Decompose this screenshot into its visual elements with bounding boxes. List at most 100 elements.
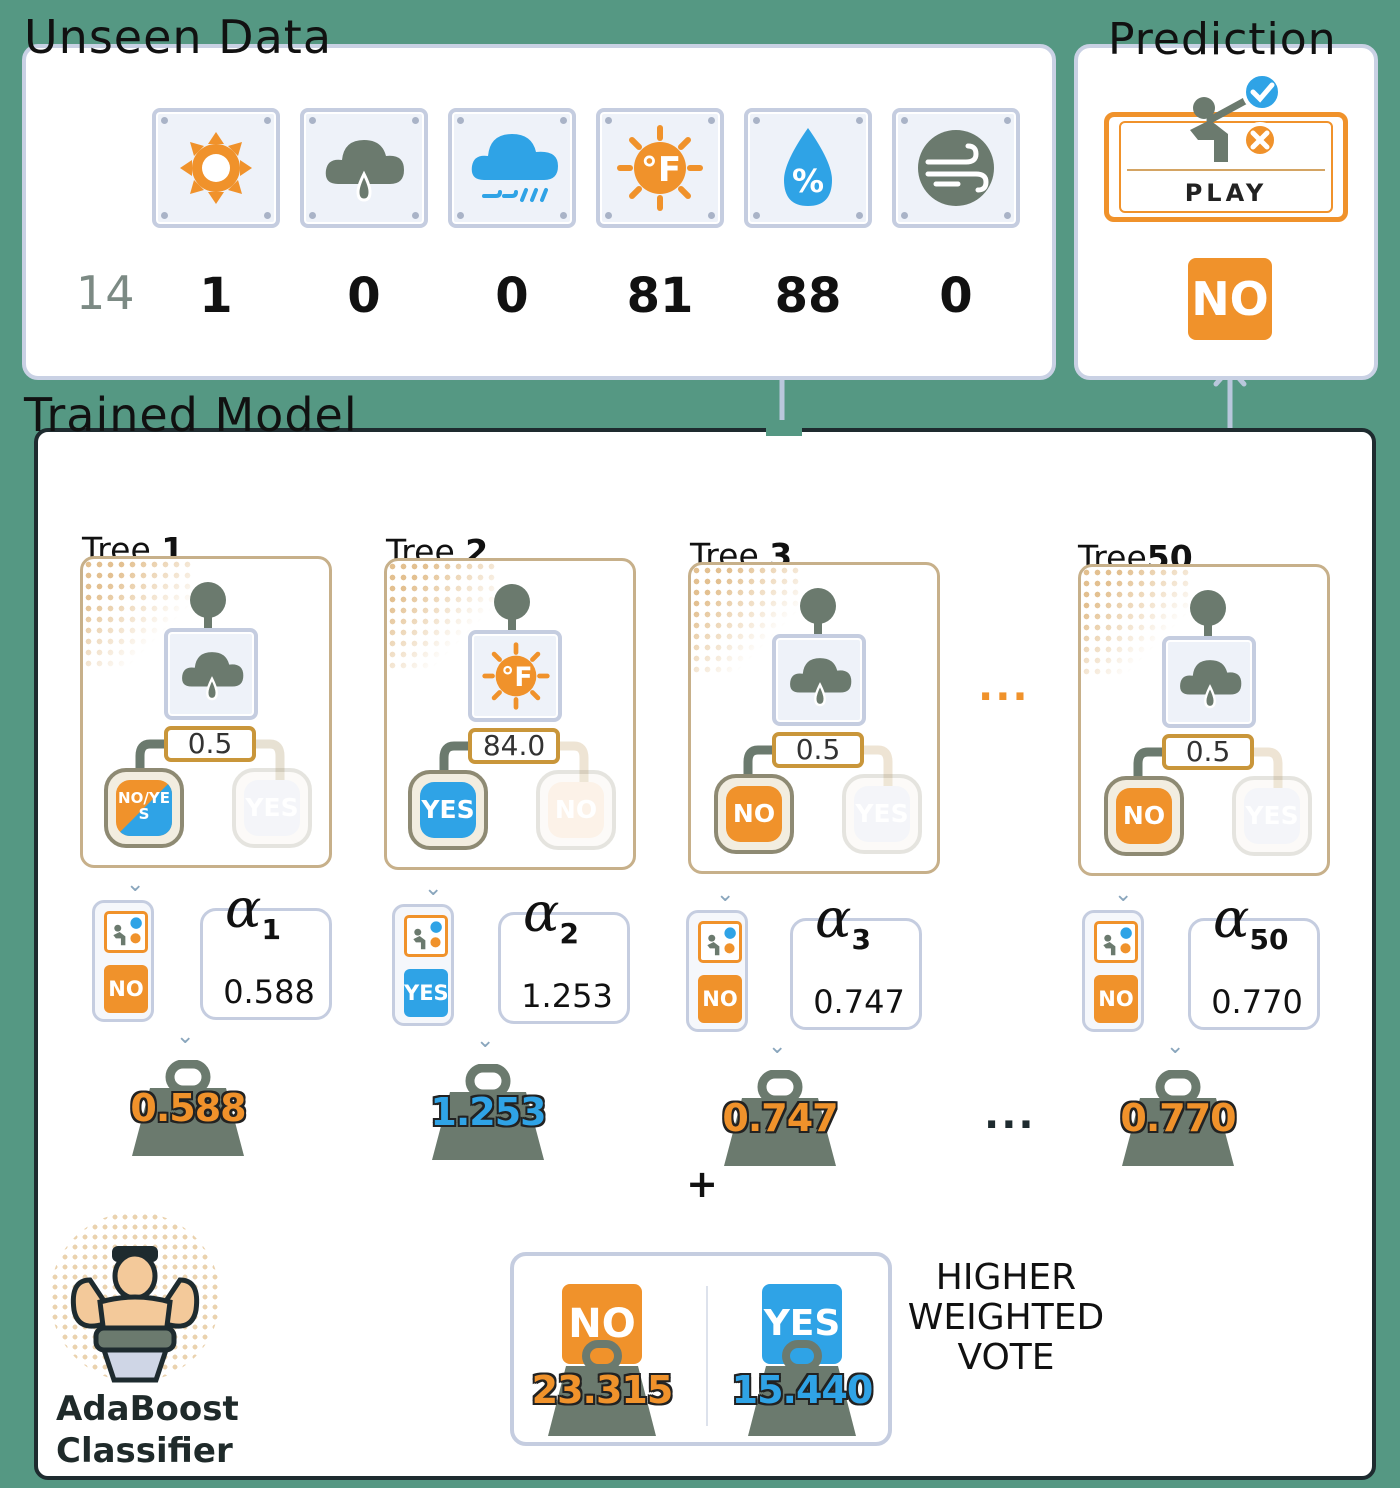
tree-1-branches — [135, 739, 285, 780]
chevron-down-icon: ⌄ — [476, 1028, 495, 1053]
feature-humidity-box: % — [744, 108, 872, 228]
feature-value-rainy-cloud: 0 — [495, 268, 529, 324]
cloud-rain-icon — [182, 652, 244, 701]
svg-text:%: % — [792, 162, 824, 200]
feature-cloud-rain-box — [300, 108, 428, 228]
chevron-down-icon: ⌄ — [1114, 882, 1133, 907]
tree-50-weight-value: 0.770 — [1120, 1096, 1236, 1140]
tree-50-threshold: 0.5 — [1162, 734, 1254, 770]
chevron-down-icon: ⌄ — [768, 1034, 787, 1059]
tree-50-alpha-value: 0.770 — [1211, 983, 1303, 1021]
total-no-badge: NO — [562, 1284, 642, 1364]
tree-1-weight-value: 0.588 — [130, 1086, 246, 1130]
tree-50-prediction-card: NO — [1082, 910, 1144, 1032]
row-index: 14 — [76, 266, 135, 320]
tree-3-threshold: 0.5 — [772, 732, 864, 768]
feature-value-temperature: 81 — [626, 268, 694, 324]
tree-2-root-node-icon — [494, 584, 530, 632]
feature-value-wind: 0 — [939, 268, 973, 324]
tree-50-left-leaf: NO — [1104, 776, 1184, 856]
tree-2-alpha-card: α2 1.253 — [498, 881, 630, 1024]
total-yes-badge: YES — [762, 1284, 842, 1364]
humidity-icon: % — [784, 128, 832, 206]
prediction-title: Prediction — [1108, 14, 1337, 65]
feature-value-sun: 1 — [199, 268, 233, 324]
chevron-down-icon: ⌄ — [424, 876, 443, 901]
tree-3-root-node-icon — [800, 588, 836, 636]
weight-icon — [724, 1069, 836, 1166]
tree-50-branches — [1133, 747, 1283, 788]
trained-model-title: Trained Model — [24, 388, 358, 442]
tree-1-alpha-value: 0.588 — [223, 973, 315, 1011]
tree-50-weight: 0.770 — [1118, 1069, 1238, 1170]
tree-3-branches — [743, 745, 893, 786]
tree-2-split-box: °F — [468, 630, 562, 722]
cloud-rain-icon — [1180, 660, 1242, 709]
vote-caption: HIGHER WEIGHTED VOTE — [907, 1257, 1105, 1378]
tree-2-weight-value: 1.253 — [430, 1090, 546, 1134]
tree-2-prediction-card: YES — [392, 904, 454, 1026]
tree-3-split-box — [772, 634, 866, 726]
feature-sun-box — [152, 108, 280, 228]
weight-icon — [1122, 1069, 1234, 1166]
tree-3-alpha-value: 0.747 — [813, 983, 905, 1021]
tree-3-weight: 0.747 — [720, 1069, 840, 1170]
prediction-result-badge: NO — [1188, 258, 1272, 340]
tree-2-alpha-value: 1.253 — [521, 977, 613, 1015]
svg-text:°F: °F — [501, 662, 532, 693]
tree-2-branches — [439, 741, 589, 782]
tree-1-split-box — [164, 628, 258, 720]
feature-value-cloud-rain: 0 — [347, 268, 381, 324]
weight-icon — [132, 1059, 244, 1156]
sun-icon — [180, 132, 252, 204]
chevron-down-icon: ⌄ — [176, 1024, 195, 1049]
total-no-value: 23.315 — [531, 1368, 674, 1412]
tree-1-alpha-card: α1 0.588 — [200, 877, 332, 1020]
tree-1-prediction-label: NO — [104, 965, 148, 1013]
weights-ellipsis: ... — [984, 1092, 1036, 1138]
tree-1-prediction-card: NO — [92, 900, 154, 1022]
total-yes-value: 15.440 — [731, 1368, 874, 1412]
golfer-check-icon — [1190, 72, 1282, 162]
tree-3-prediction-label: NO — [698, 975, 742, 1023]
tree-3-weight-value: 0.747 — [722, 1096, 838, 1140]
play-label: PLAY — [1184, 179, 1268, 207]
weight-icon — [548, 1340, 656, 1436]
play-card: PLAY — [1104, 112, 1348, 222]
trained-model-title-gap — [766, 420, 802, 436]
unseen-data-title: Unseen Data — [24, 10, 333, 64]
tree-1-right-leaf: YES — [232, 768, 312, 848]
tree-3-left-leaf: NO — [714, 774, 794, 854]
tree-1-weight: 0.588 — [128, 1059, 248, 1160]
tree-3-alpha-card: α3 0.747 — [790, 887, 922, 1030]
tree-50-right-leaf: YES — [1232, 776, 1312, 856]
wind-icon — [918, 130, 994, 206]
rainy-cloud-icon — [471, 134, 558, 202]
tree-50-split-box — [1162, 636, 1256, 728]
feature-value-humidity: 88 — [774, 268, 842, 324]
tree-2-left-leaf: YES — [408, 770, 488, 850]
feature-rainy-cloud-box — [448, 108, 576, 228]
plus-sign: + — [684, 1164, 720, 1204]
chevron-down-icon: ⌄ — [1166, 1034, 1185, 1059]
chevron-down-icon: ⌄ — [716, 882, 735, 907]
temperature-icon: °F — [482, 642, 550, 710]
weight-icon — [432, 1063, 544, 1160]
logo-text: AdaBoost Classifier — [56, 1389, 239, 1471]
tree-1-threshold: 0.5 — [164, 726, 256, 762]
feature-wind-box — [892, 108, 1020, 228]
feature-temperature-box: °F — [596, 108, 724, 228]
cloud-rain-icon — [325, 140, 404, 202]
tree-1-root-node-icon — [190, 582, 226, 630]
tree-1-left-leaf: NO/YES — [104, 768, 184, 848]
trees-ellipsis: ... — [978, 664, 1030, 710]
weight-icon — [748, 1340, 856, 1436]
tree-3-right-leaf: YES — [842, 774, 922, 854]
tree-50-alpha-card: α50 0.770 — [1188, 887, 1320, 1030]
chevron-down-icon: ⌄ — [126, 872, 145, 897]
tree-3-prediction-card: NO — [686, 910, 748, 1032]
strongman-logo-icon — [70, 1246, 200, 1383]
tree-2-right-leaf: NO — [536, 770, 616, 850]
cloud-rain-icon — [790, 658, 852, 707]
tree-50-prediction-label: NO — [1094, 975, 1138, 1023]
